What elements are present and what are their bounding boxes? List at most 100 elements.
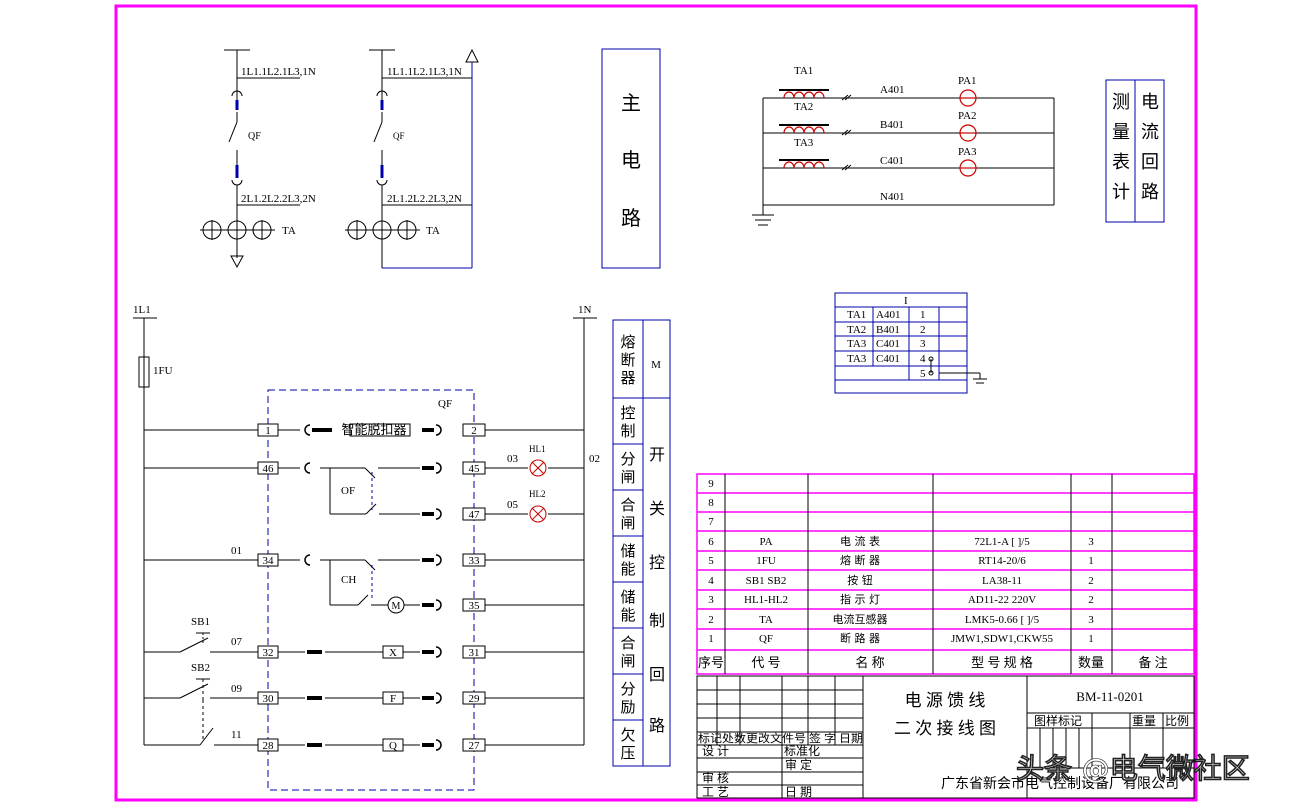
bom-row-4-col-2: SB1 SB2 xyxy=(746,575,787,587)
term-right-35: 35 xyxy=(469,600,481,612)
bom-row-2-col-3: 电流互感器 xyxy=(833,612,888,626)
main-title-char-2: 电 xyxy=(621,148,641,172)
tb-r4-c3: 4 xyxy=(920,353,926,365)
bom-row-1-col-3: 断 路 器 xyxy=(840,631,880,645)
bom-header-remark: 备 注 xyxy=(1138,655,1167,670)
feeder1-bus-top: 1L1.1L2.1L3,1N xyxy=(241,66,316,78)
trip-unit-label: 智能脱扣器 xyxy=(341,423,406,438)
bom-header-no: 序号 xyxy=(698,655,724,670)
tb-r1-c1: TA1 xyxy=(847,309,866,321)
coil-f-label: F xyxy=(390,693,396,705)
side-title-char-3: 控 xyxy=(649,554,665,572)
wire-label-b401: B401 xyxy=(880,119,904,131)
ct-label-ta1: TA1 xyxy=(794,65,813,77)
side-label-5-char-1: 储 xyxy=(620,543,635,560)
title-block-labels-row: 标记处数更改文件号 签 字 日期 xyxy=(698,731,863,745)
current-title-col1-char-2: 量 xyxy=(1112,122,1130,143)
current-title-col1-char-4: 计 xyxy=(1112,182,1130,203)
bom-row-2-col-5: 3 xyxy=(1088,614,1094,626)
wire-02: 02 xyxy=(589,453,600,465)
bom-row-1-col-2: QF xyxy=(759,633,773,645)
bom-row-6-col-1: 6 xyxy=(708,536,714,548)
main-circuit-feeder-1 xyxy=(200,49,300,269)
terminal-block-header: I xyxy=(904,295,908,307)
company-name: 广东省新会市电气控制设备厂有限公司 xyxy=(941,775,1179,792)
meter-label-pa3: PA3 xyxy=(958,146,977,158)
side-label-8-char-1: 分 xyxy=(620,681,635,698)
tb-r3-c3: 3 xyxy=(920,338,926,350)
mark-label: 图样标记 xyxy=(1034,713,1082,728)
feeder2-bus-top: 1L1.1L2.1L3,1N xyxy=(387,66,462,78)
side-title-char-2: 关 xyxy=(649,500,665,518)
bom-row-1-col-4: JMW1,SDW1,CKW55 xyxy=(951,633,1054,645)
tb-r4-c1: TA3 xyxy=(847,353,867,365)
term-right-29: 29 xyxy=(469,693,481,705)
bom-row-6-col-3: 电 流 表 xyxy=(840,534,880,548)
term-right-2: 2 xyxy=(471,425,477,437)
side-label-1-char-2: 断 xyxy=(620,352,635,369)
ct-coils xyxy=(783,89,977,177)
side-title-char-6: 路 xyxy=(649,717,665,735)
side-label-1-char-3: 器 xyxy=(620,371,635,387)
side-label-7-char-2: 闸 xyxy=(620,653,635,670)
side-label-7-char-1: 合 xyxy=(620,635,635,652)
tb-r3-c2: C401 xyxy=(876,338,900,350)
bom-row-1-col-5: 1 xyxy=(1088,633,1094,645)
term-left-46: 46 xyxy=(263,463,275,475)
term-right-45: 45 xyxy=(469,463,481,475)
weight-label: 重量 xyxy=(1132,714,1156,728)
side-label-6-char-2: 能 xyxy=(620,607,635,624)
review-label: 审 核 xyxy=(702,770,729,785)
hl2-label: HL2 xyxy=(529,489,546,499)
current-title-col2-char-4: 路 xyxy=(1141,182,1159,203)
side-title-char-5: 回 xyxy=(649,667,665,684)
side-label-4-char-2: 闸 xyxy=(620,515,635,532)
bom-row-5-col-4: RT14-20/6 xyxy=(978,555,1026,567)
wire-01: 01 xyxy=(231,545,242,557)
bom-header-code: 代 号 xyxy=(751,655,780,670)
bom-row-3-col-4: AD11-22 220V xyxy=(968,594,1036,606)
current-title-col2-char-1: 电 xyxy=(1141,92,1159,113)
bom-row-3-col-5: 2 xyxy=(1088,594,1094,606)
bom-row-5-col-5: 1 xyxy=(1088,555,1094,567)
current-title-col1: 测 量 表 计 xyxy=(1112,92,1130,203)
bom-row-4-col-1: 4 xyxy=(708,575,714,587)
wire-label-a401: A401 xyxy=(880,84,904,96)
terminal-block xyxy=(834,292,968,394)
bom-row-3-col-2: HL1-HL2 xyxy=(744,594,788,606)
current-title-col2-char-2: 流 xyxy=(1141,122,1159,143)
side-label-2-char-2: 制 xyxy=(620,423,635,440)
wire-11: 11 xyxy=(231,729,242,741)
bom-row-4-col-4: LA38-11 xyxy=(982,575,1022,587)
side-label-3-char-2: 闸 xyxy=(620,469,635,486)
bom-row-2-col-1: 2 xyxy=(708,614,714,626)
bom-row-3-col-3: 指 示 灯 xyxy=(840,592,880,606)
tb-r2-c2: B401 xyxy=(876,324,900,336)
term-left-1: 1 xyxy=(265,425,271,437)
side-label-5-char-2: 能 xyxy=(620,561,635,578)
title-line-1: 电 源 馈 线 xyxy=(905,691,986,710)
side-label-9-char-2: 压 xyxy=(620,745,635,762)
qf-label: QF xyxy=(438,398,452,410)
sb2-label: SB2 xyxy=(191,662,210,674)
wire-label-c401: C401 xyxy=(880,155,904,167)
hl1-label: HL1 xyxy=(529,444,546,454)
side-m-label: M xyxy=(651,359,661,371)
wire-09: 09 xyxy=(231,683,243,695)
current-title-col2: 电 流 回 路 xyxy=(1141,92,1159,203)
term-right-27: 27 xyxy=(469,740,481,752)
craft-label: 工 艺 xyxy=(702,785,729,799)
watermark-text: 头条 @电气微社区 xyxy=(1016,752,1250,785)
breaker-enclosure xyxy=(267,389,475,791)
indicator-lamps xyxy=(529,459,547,523)
control-side-labels xyxy=(612,319,671,767)
side-label-6-char-1: 储 xyxy=(620,589,635,606)
tb-r5-c3: 5 xyxy=(920,368,926,380)
term-left-28: 28 xyxy=(263,740,275,752)
design-label: 设 计 xyxy=(702,744,729,758)
tb-r2-c1: TA2 xyxy=(847,324,866,336)
contact-ch-label: CH xyxy=(341,574,356,586)
wire-07: 07 xyxy=(231,636,243,648)
meter-label-pa1: PA1 xyxy=(958,75,977,87)
current-title-col1-char-3: 表 xyxy=(1112,152,1130,173)
